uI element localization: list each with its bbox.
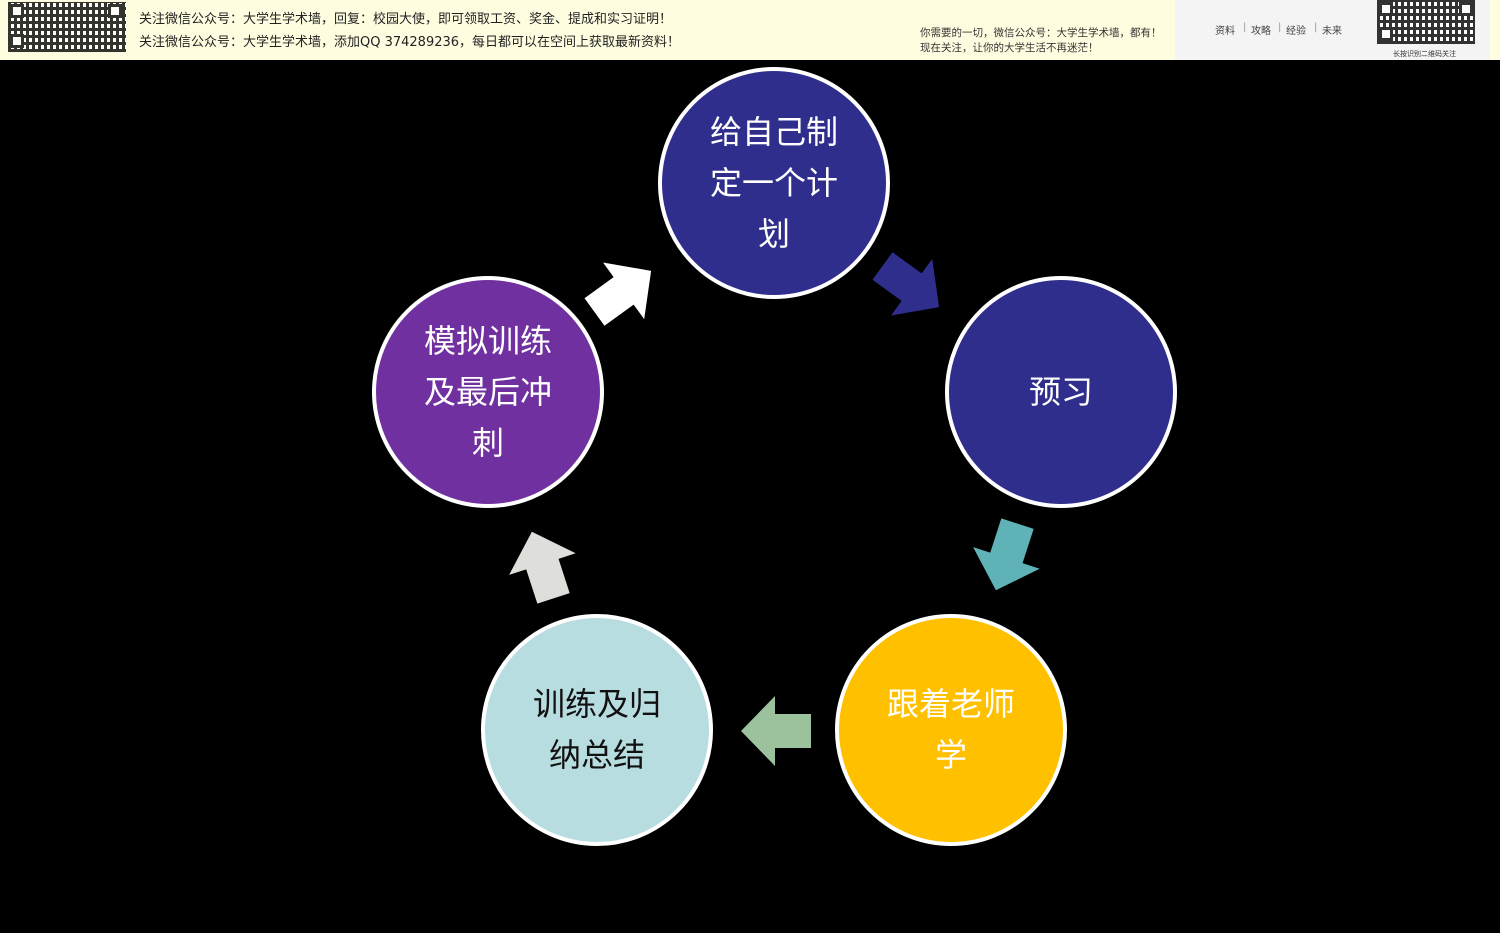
banner-right-line-2: 现在关注，让你的大学生活不再迷茫！ [920, 42, 1099, 54]
step-plan-label: 给自己制定一个计划 [709, 112, 838, 253]
step-mock-sprint-circle: 模拟训练及最后冲刺 [372, 276, 604, 508]
banner-right-line-1: 你需要的一切，微信公众号：大学生学术墙，都有！ [920, 27, 1162, 39]
qr-code-left [8, 2, 126, 52]
promo-banner: 关注微信公众号：大学生学术墙，回复：校园大使，即可领取工资、奖金、提成和实习证明… [0, 0, 1500, 60]
nav-item-experience[interactable]: 经验 [1286, 26, 1306, 37]
nav-item-future[interactable]: 未来 [1322, 26, 1342, 37]
arrow-teacher-to-summary [741, 696, 811, 766]
arrow-summary-to-mock [509, 531, 576, 604]
qr-code-right [1377, 0, 1475, 44]
step-preview-circle: 预习 [945, 276, 1177, 508]
step-follow-teacher-label: 跟着老师学 [886, 685, 1015, 774]
arrow-preview-to-teacher [973, 518, 1040, 591]
step-preview-label: 预习 [1028, 372, 1093, 411]
nav-item-resources[interactable]: 资料 [1215, 26, 1235, 37]
banner-line-2: 关注微信公众号：大学生学术墙，添加QQ 374289236，每日都可以在空间上获… [139, 35, 681, 50]
step-practice-summary-circle: 训练及归纳总结 [481, 614, 713, 846]
step-plan-circle: 给自己制定一个计划 [658, 67, 890, 299]
arrow-plan-to-preview [872, 252, 940, 316]
nav-item-guides[interactable]: 攻略 [1251, 26, 1271, 37]
step-mock-sprint-label: 模拟训练及最后冲刺 [423, 321, 552, 462]
scan-note: 长按识别二维码关注 [1393, 50, 1456, 58]
banner-right-panel: 资料 | 攻略 | 经验 | 未来 长按识别二维码关注 [1175, 0, 1490, 60]
arrow-mock-to-plan [584, 262, 652, 326]
step-follow-teacher-circle: 跟着老师学 [835, 614, 1067, 846]
banner-line-1: 关注微信公众号：大学生学术墙，回复：校园大使，即可领取工资、奖金、提成和实习证明… [139, 12, 673, 27]
step-practice-summary-label: 训练及归纳总结 [532, 685, 661, 774]
